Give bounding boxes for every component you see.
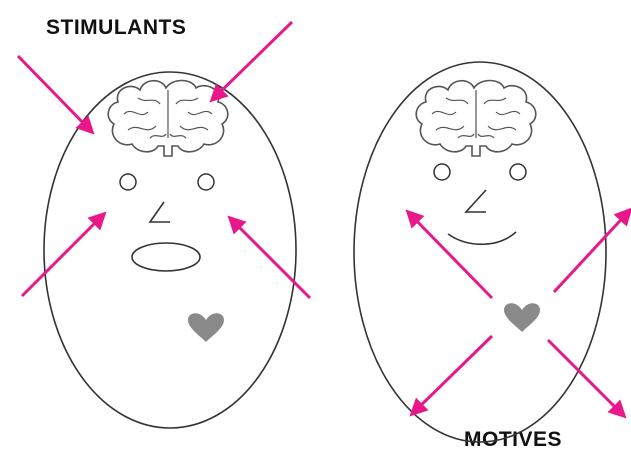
arrow-icon — [18, 56, 92, 132]
left-eye-left — [120, 174, 136, 190]
arrow-icon — [554, 210, 630, 292]
arrow-icon — [230, 218, 310, 298]
right-eye-left — [434, 164, 450, 180]
right-eye-right — [510, 164, 526, 180]
heart-icon — [188, 313, 224, 342]
right-smile — [448, 232, 516, 244]
left-mouth — [132, 243, 200, 271]
right-nose — [466, 190, 486, 212]
heart-icon — [504, 303, 540, 332]
right-face — [354, 62, 606, 442]
left-face — [44, 72, 296, 428]
arrow-icon — [548, 340, 624, 416]
left-eye-right — [198, 174, 214, 190]
brain-icon — [416, 81, 536, 157]
arrow-icon — [22, 214, 104, 296]
left-nose — [150, 202, 170, 222]
arrow-icon — [412, 336, 492, 414]
arrow-icon — [212, 22, 292, 100]
brain-icon — [108, 81, 228, 157]
arrow-icon — [408, 212, 492, 298]
